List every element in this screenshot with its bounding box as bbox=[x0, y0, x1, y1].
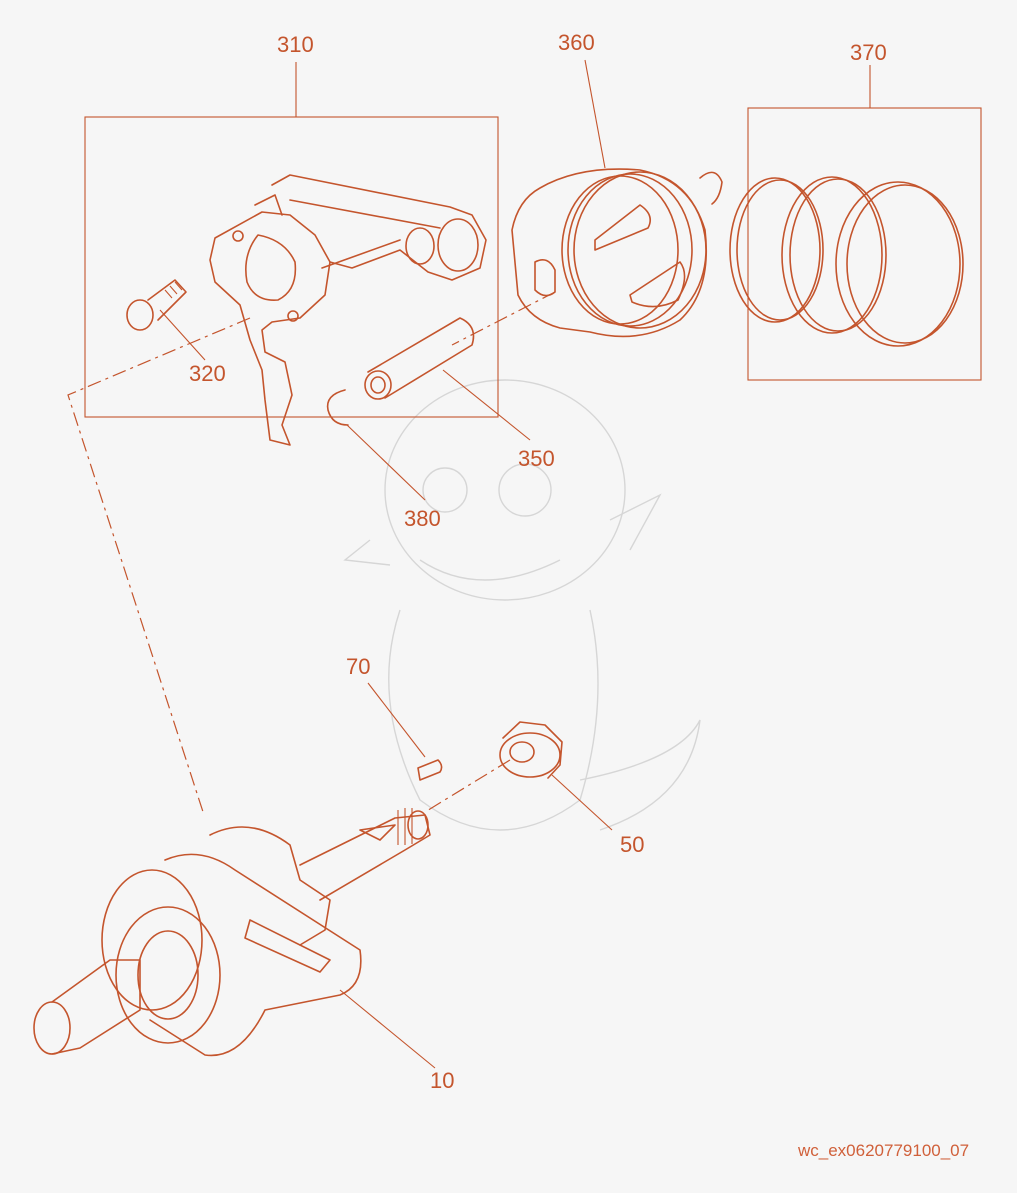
rod-bolt bbox=[126, 279, 187, 331]
bracket-310 bbox=[84, 62, 499, 418]
callout-370: 370 bbox=[850, 40, 887, 65]
document-id: wc_ex0620779100_07 bbox=[798, 1141, 970, 1160]
connecting-rod bbox=[209, 174, 487, 446]
callout-360: 360 bbox=[558, 30, 595, 55]
piston-pin bbox=[364, 317, 475, 400]
bracket-370 bbox=[747, 65, 982, 381]
callout-310: 310 bbox=[277, 32, 314, 57]
piston bbox=[511, 168, 723, 338]
callout-10: 10 bbox=[430, 1068, 455, 1093]
callout-320: 320 bbox=[189, 361, 226, 386]
leader-lines bbox=[159, 59, 613, 1069]
watermark-illustration bbox=[343, 379, 701, 831]
callout-50: 50 bbox=[620, 832, 645, 857]
assembly-lines bbox=[67, 291, 556, 816]
callout-380: 380 bbox=[404, 506, 441, 531]
woodruff-key bbox=[417, 759, 443, 781]
callout-70: 70 bbox=[346, 654, 371, 679]
circlip bbox=[326, 389, 349, 426]
crankshaft bbox=[33, 808, 431, 1057]
piston-rings bbox=[729, 176, 964, 347]
crankshaft-collar bbox=[499, 721, 563, 779]
callout-350: 350 bbox=[518, 446, 555, 471]
